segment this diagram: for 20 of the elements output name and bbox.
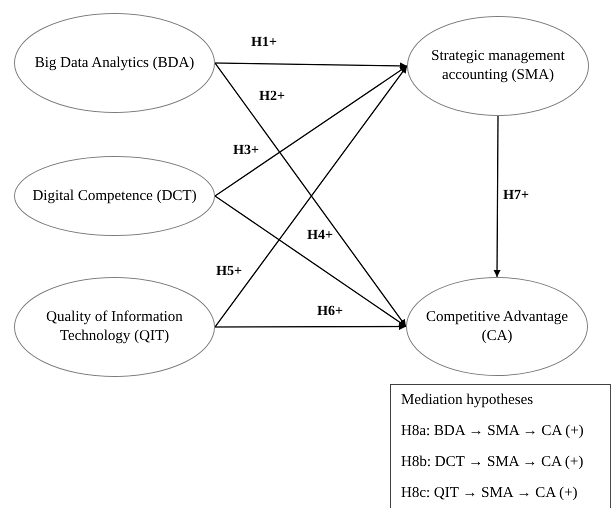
ellipse-node — [407, 16, 589, 116]
arrow — [214, 195, 406, 328]
node-label: Digital Competence (DCT) — [32, 186, 197, 206]
arrow — [494, 116, 501, 277]
arrow — [215, 323, 406, 330]
note-text: H8c: QIT → SMA → CA (+) — [401, 484, 579, 503]
arrow — [215, 62, 407, 70]
ellipse-node — [406, 277, 588, 376]
ellipse-node — [14, 156, 215, 236]
note-box — [390, 384, 611, 508]
node-label: Strategic management accounting (SMA) — [430, 47, 566, 85]
ellipse-node — [14, 13, 215, 113]
note-text: H8b: DCT → SMA → CA (+) — [401, 453, 584, 472]
arrow — [214, 65, 408, 197]
node-label: Big Data Analytics (BDA) — [34, 54, 194, 72]
node-label: Competitive Advantage (CA) — [424, 308, 570, 346]
note-text: H8a: BDA → SMA → CA (+) — [401, 422, 585, 441]
note-text: Mediation hypotheses — [401, 391, 534, 410]
node-label: Quality of Information Technology (QIT) — [45, 308, 184, 346]
ellipse-node — [14, 277, 215, 377]
